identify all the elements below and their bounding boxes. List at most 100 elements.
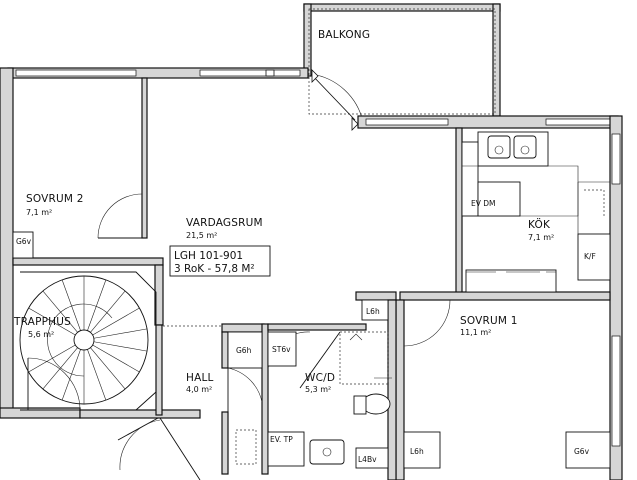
label-l6h-sovrum1: L6h (410, 447, 424, 456)
shower-area (339, 331, 389, 385)
wall-sovrum1-left (395, 299, 405, 480)
stair-tread (90, 347, 126, 390)
balcony-railing-left (303, 3, 312, 77)
wall-hall-left (221, 331, 229, 369)
sink-basin-2 (513, 135, 537, 159)
balcony-door-swing (310, 73, 364, 123)
bottom-wall-stair (79, 409, 201, 419)
window-balcony (365, 118, 449, 126)
door-entrance-swing (119, 419, 161, 471)
window-sovrum1 (611, 335, 621, 447)
shower-head-icon (349, 333, 363, 341)
wall-trapphus-hall (155, 324, 163, 416)
room-name-sovrum2: SOVRUM 2 (26, 193, 84, 205)
label-kf: K/F (584, 252, 596, 261)
room-area-sovrum2: 7,1 m² (26, 208, 52, 217)
door-wc-leaf (299, 331, 341, 389)
balcony (303, 3, 501, 131)
toilet-tank (353, 395, 367, 415)
wall-kok-left (455, 127, 463, 299)
g6v-box-sovrum2 (12, 231, 34, 259)
room-name-vardagsrum: VARDAGSRUM (186, 217, 263, 229)
sink-basin-1 (487, 135, 511, 159)
stair-tread (93, 341, 148, 352)
label-g6v-sovrum2: G6v (16, 237, 32, 246)
balcony-door-leaf (310, 73, 356, 121)
stair-tread (87, 349, 107, 401)
door-entrance-leaf (117, 417, 159, 441)
sink-drain-2 (520, 145, 530, 155)
window-kok-side (611, 133, 621, 185)
stair-treads (28, 276, 148, 404)
window-mullion (265, 69, 275, 77)
sink-drain-1 (494, 145, 504, 155)
outer-walls (0, 67, 623, 480)
l6h-box-hall (361, 299, 389, 321)
kitchen-corner-cabinet (577, 181, 610, 234)
stair-tread (28, 307, 76, 336)
room-labels: BALKONG SOVRUM 2 7,1 m² VARDAGSRUM 21,5 … (13, 29, 554, 394)
room-area-vardagsrum: 21,5 m² (186, 231, 217, 240)
room-area-wcd: 5,3 m² (305, 385, 331, 394)
fixture-labels: G6v EV DM K/F L6h G6h ST6v EV. TP L4Bv L… (16, 199, 596, 464)
l4bv-box (355, 447, 389, 469)
wash-basin (309, 439, 345, 465)
room-area-kok: 7,1 m² (528, 233, 554, 242)
stair-tread (61, 279, 81, 331)
stair-tread (93, 328, 148, 339)
balcony-door-hinge-icon-2 (351, 117, 359, 131)
label-g6h-hall: G6h (236, 346, 252, 355)
room-name-balkong: BALKONG (318, 29, 370, 41)
label-ev-dm: EV DM (471, 199, 496, 208)
stair-core (73, 329, 95, 351)
room-name-kok: KÖK (528, 218, 551, 231)
label-l6h-hall: L6h (366, 307, 380, 316)
hall-shelf (235, 429, 257, 465)
wall-wc-right (387, 299, 397, 480)
wall-hall-left-lower (221, 411, 229, 475)
balcony-inner-outline (308, 8, 496, 115)
window-kok (545, 118, 613, 126)
label-l4bv: L4Bv (358, 455, 377, 464)
door-sovrum1-swing (403, 299, 451, 347)
window-sovrum2 (15, 69, 137, 77)
g6h-box-hall (227, 331, 263, 369)
stair-tread (87, 279, 107, 331)
kf-box (577, 233, 611, 281)
l6h-box-sovrum1 (403, 431, 441, 469)
door-trapphus-swing (27, 357, 81, 411)
room-name-hall: HALL (186, 372, 214, 384)
balcony-railing-right (492, 3, 501, 117)
label-ev-tp: EV. TP (270, 435, 293, 444)
room-area-hall: 4,0 m² (186, 385, 212, 394)
window-vardagsrum (199, 69, 301, 77)
room-area-sovrum1: 11,1 m² (460, 328, 491, 337)
label-g6v-sovrum1: G6v (574, 447, 590, 456)
wall-sovrum2-trapphus (12, 257, 164, 266)
staircase (19, 271, 157, 411)
room-name-wcd: WC/D (305, 372, 335, 384)
label-st6v: ST6v (272, 345, 291, 354)
apartment-id: LGH 101-901 (174, 250, 243, 262)
wall-hall-wc-top (221, 323, 265, 333)
stair-tread (42, 347, 78, 390)
ev-tp-box (267, 431, 305, 467)
stair-tread (42, 290, 78, 333)
stair-enclosure (20, 271, 157, 411)
door-hall-swing (227, 367, 263, 403)
room-area-trapphus: 5,6 m² (28, 330, 54, 339)
bottom-wall-trapphus (0, 407, 81, 419)
stair-tread (92, 307, 140, 336)
wc-fixtures (227, 299, 392, 469)
apartment-info: LGH 101-901 3 RoK - 57,8 M² (174, 250, 255, 275)
wash-basin-drain (322, 447, 332, 457)
apartment-info-box (169, 245, 271, 277)
sovrum1-fixtures (403, 431, 611, 469)
kitchen-upper-cabinet (584, 189, 605, 216)
wall-sovrum2-vardagsrum (141, 77, 148, 239)
left-wall (0, 67, 14, 414)
st6v-box (267, 331, 297, 367)
room-name-sovrum1: SOVRUM 1 (460, 315, 518, 327)
